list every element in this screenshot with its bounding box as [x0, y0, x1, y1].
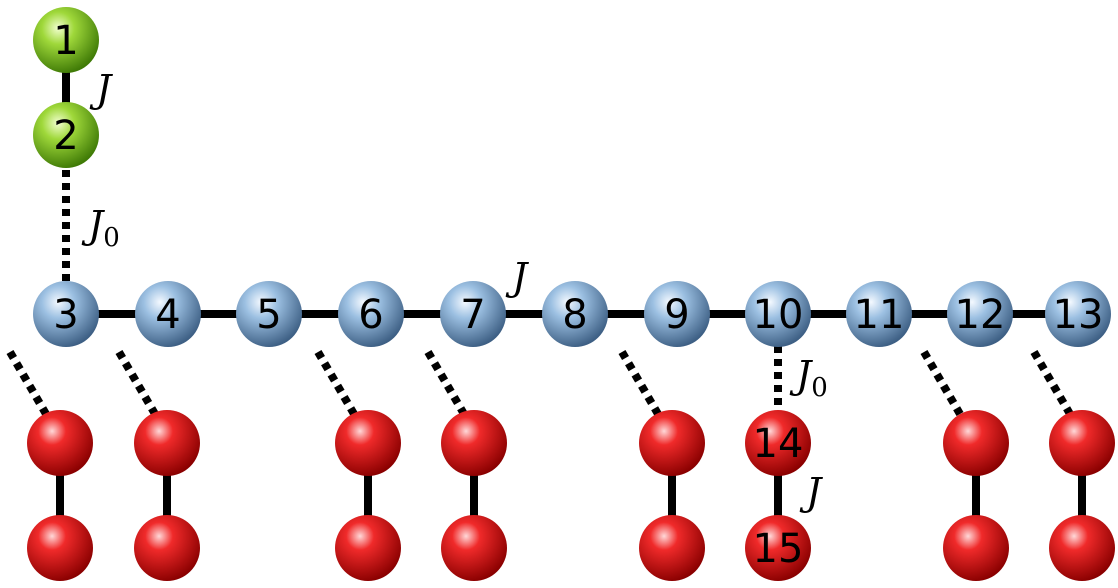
bond-j0-diag-2 — [115, 349, 159, 417]
node-15-label: 15 — [753, 526, 804, 572]
node-5: 5 — [236, 281, 302, 347]
node-6-label: 6 — [358, 292, 383, 338]
node-12: 12 — [947, 281, 1013, 347]
node-6: 6 — [338, 281, 404, 347]
node-10-label: 10 — [753, 292, 804, 338]
red-sphere — [441, 515, 507, 581]
node-2: 2 — [33, 102, 99, 168]
node-13-label: 13 — [1053, 292, 1104, 338]
node-15-sphere — [745, 515, 811, 581]
node-8-label: 8 — [562, 292, 587, 338]
coupling-j0-label-right: J0 — [789, 353, 828, 403]
bond-j0-diag-6 — [920, 349, 964, 417]
node-3-label: 3 — [53, 292, 78, 338]
red-sphere — [1049, 410, 1115, 476]
node-13: 13 — [1045, 281, 1111, 347]
node-6-sphere — [338, 281, 404, 347]
node-8-sphere — [542, 281, 608, 347]
red-sphere — [639, 515, 705, 581]
node-5-sphere — [236, 281, 302, 347]
red-sphere — [134, 410, 200, 476]
bond-j0-diag-1 — [6, 349, 50, 417]
red-sphere — [335, 515, 401, 581]
red-sphere — [943, 515, 1009, 581]
coupling-j0-main: J — [789, 353, 813, 397]
node-10-sphere — [745, 281, 811, 347]
node-4-sphere — [135, 281, 201, 347]
red-sphere — [441, 410, 507, 476]
node-1: 1 — [33, 7, 99, 73]
node-4-label: 4 — [155, 292, 180, 338]
unlabeled-red-spheres — [27, 410, 1115, 581]
node-11: 11 — [846, 281, 912, 347]
node-7: 7 — [440, 281, 506, 347]
node-3-sphere — [33, 281, 99, 347]
node-9: 9 — [644, 281, 710, 347]
node-14-sphere — [745, 410, 811, 476]
node-14-label: 14 — [753, 421, 804, 467]
node-3: 3 — [33, 281, 99, 347]
node-7-sphere — [440, 281, 506, 347]
node-1-sphere — [33, 7, 99, 73]
node-15: 15 — [745, 515, 811, 581]
red-sphere — [134, 515, 200, 581]
node-13-sphere — [1045, 281, 1111, 347]
coupling-j-label-bottom: J — [799, 470, 823, 514]
red-sphere — [335, 410, 401, 476]
red-sphere — [943, 410, 1009, 476]
coupling-j0-subscript: 0 — [103, 223, 120, 253]
red-sphere — [27, 410, 93, 476]
node-14: 14 — [745, 410, 811, 476]
coupling-j-label-top: J — [89, 67, 113, 111]
node-2-label: 2 — [53, 113, 78, 159]
node-4: 4 — [135, 281, 201, 347]
coupling-j0-main: J — [81, 203, 105, 247]
bond-j0-diag-4 — [424, 349, 468, 417]
node-10: 10 — [745, 281, 811, 347]
node-9-sphere — [644, 281, 710, 347]
node-7-label: 7 — [460, 292, 485, 338]
coupling-j-label-chain: J — [505, 255, 529, 299]
node-1-label: 1 — [53, 18, 78, 64]
bond-j0-diag-3 — [314, 349, 358, 417]
node-8: 8 — [542, 281, 608, 347]
coupling-j0-label-left: J0 — [81, 203, 120, 253]
node-2-sphere — [33, 102, 99, 168]
node-5-label: 5 — [256, 292, 281, 338]
node-11-sphere — [846, 281, 912, 347]
red-sphere — [27, 515, 93, 581]
node-11-label: 11 — [854, 292, 905, 338]
node-12-label: 12 — [955, 292, 1006, 338]
red-sphere — [1049, 515, 1115, 581]
node-9-label: 9 — [664, 292, 689, 338]
bond-j0-diag-7 — [1030, 349, 1074, 417]
node-12-sphere — [947, 281, 1013, 347]
red-sphere — [639, 410, 705, 476]
bond-j0-diag-5 — [618, 349, 662, 417]
coupling-j0-subscript: 0 — [811, 373, 828, 403]
